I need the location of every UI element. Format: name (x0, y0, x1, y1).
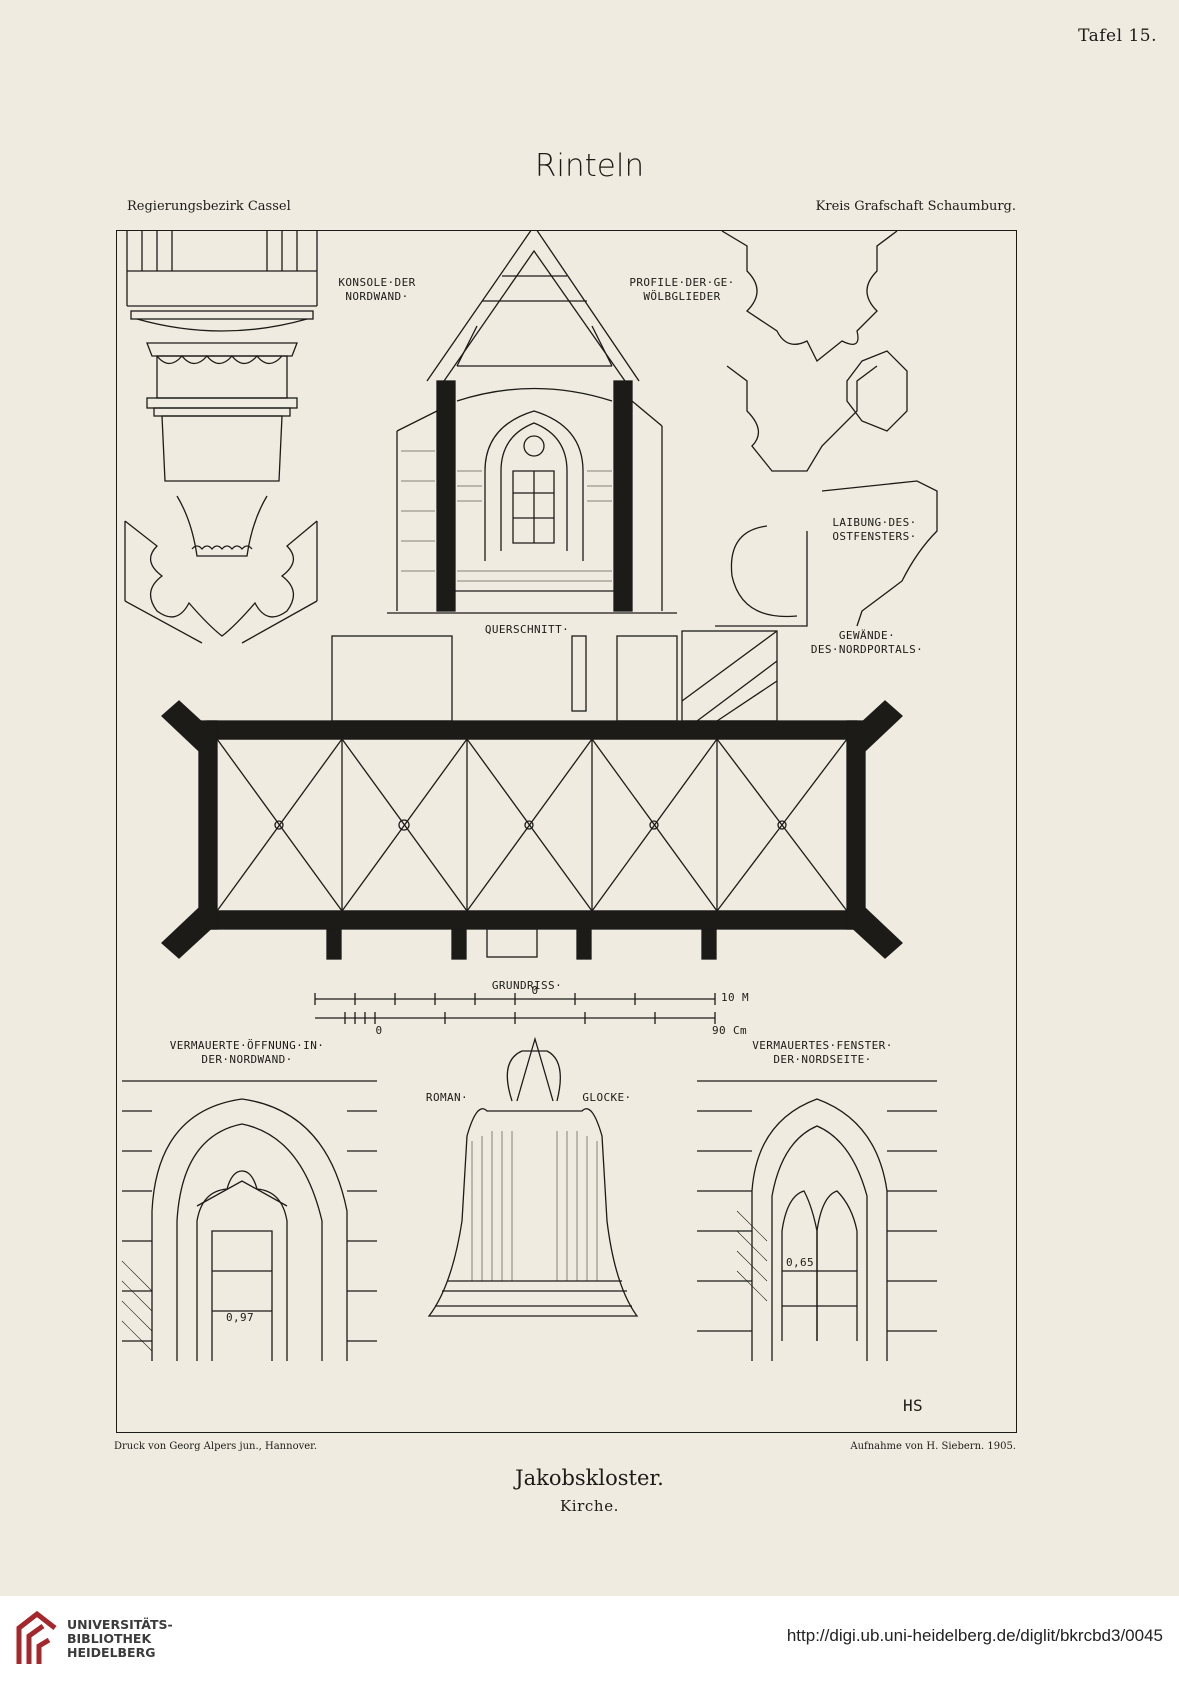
profile-drawing (715, 231, 938, 627)
vermauertes-fenster-drawing (697, 1080, 937, 1361)
monogram: HS (902, 1396, 924, 1415)
label-laibung: LAIBUNG·DES· OSTFENSTERS· (832, 516, 917, 543)
label-glocke: GLOCKE· (582, 1091, 632, 1104)
scale-bars (314, 993, 716, 1024)
label-querschnitt: QUERSCHNITT· (484, 623, 570, 636)
scale-bottom-zero: 0 (375, 1024, 383, 1037)
source-url[interactable]: http://digi.ub.uni-heidelberg.de/diglit/… (786, 1626, 1163, 1645)
scale-bottom-end: 90 Cm (711, 1024, 748, 1037)
library-logo-icon (13, 1606, 61, 1672)
region-left: Regierungsbezirk Cassel (127, 199, 291, 214)
drawing-frame: KONSOLE·DER NORDWAND· PROFILE·DER·GE· WÖ… (116, 230, 1017, 1433)
footer-photographer: Aufnahme von H. Siebern. 1905. (850, 1441, 1016, 1452)
vermauerte-oeffnung-drawing (121, 1080, 377, 1361)
glocke-drawing (427, 1036, 639, 1317)
querschnitt-drawing (387, 231, 677, 614)
footer-printer: Druck von Georg Alpers jun., Hannover. (114, 1441, 318, 1452)
subtitle: Jakobskloster. (515, 1466, 664, 1490)
dimension-left: 0,97 (225, 1311, 255, 1324)
sub-subtitle: Kirche. (559, 1497, 620, 1515)
region-right: Kreis Grafschaft Schaumburg. (815, 199, 1016, 214)
konsole-drawing (124, 231, 318, 644)
label-profile: PROFILE·DER·GE· WÖLBGLIEDER (629, 276, 735, 303)
label-roman: ROMAN· (425, 1091, 469, 1104)
architectural-drawing (121, 231, 938, 1361)
grundriss-drawing (161, 630, 903, 960)
label-oeffnung: VERMAUERTE·ÖFFNUNG·IN· DER·NORDWAND· (169, 1039, 325, 1066)
page-title: Rinteln (534, 148, 645, 184)
label-grundriss: GRUNDRISS· (491, 979, 563, 992)
scale-top-zero: 0 (531, 984, 539, 997)
plate-number: Tafel 15. (1078, 26, 1157, 46)
scale-top-end: 10 M (720, 991, 750, 1004)
label-gewaende: GEWÄNDE· DES·NORDPORTALS· (810, 629, 924, 656)
label-konsole: KONSOLE·DER NORDWAND· (338, 276, 416, 303)
dimension-right: 0,65 (785, 1256, 815, 1269)
library-name: UNIVERSITÄTS- BIBLIOTHEK HEIDELBERG (67, 1617, 173, 1660)
label-fenster: VERMAUERTES·FENSTER· DER·NORDSEITE· (752, 1039, 893, 1066)
library-bar: UNIVERSITÄTS- BIBLIOTHEK HEIDELBERG http… (0, 1596, 1179, 1684)
